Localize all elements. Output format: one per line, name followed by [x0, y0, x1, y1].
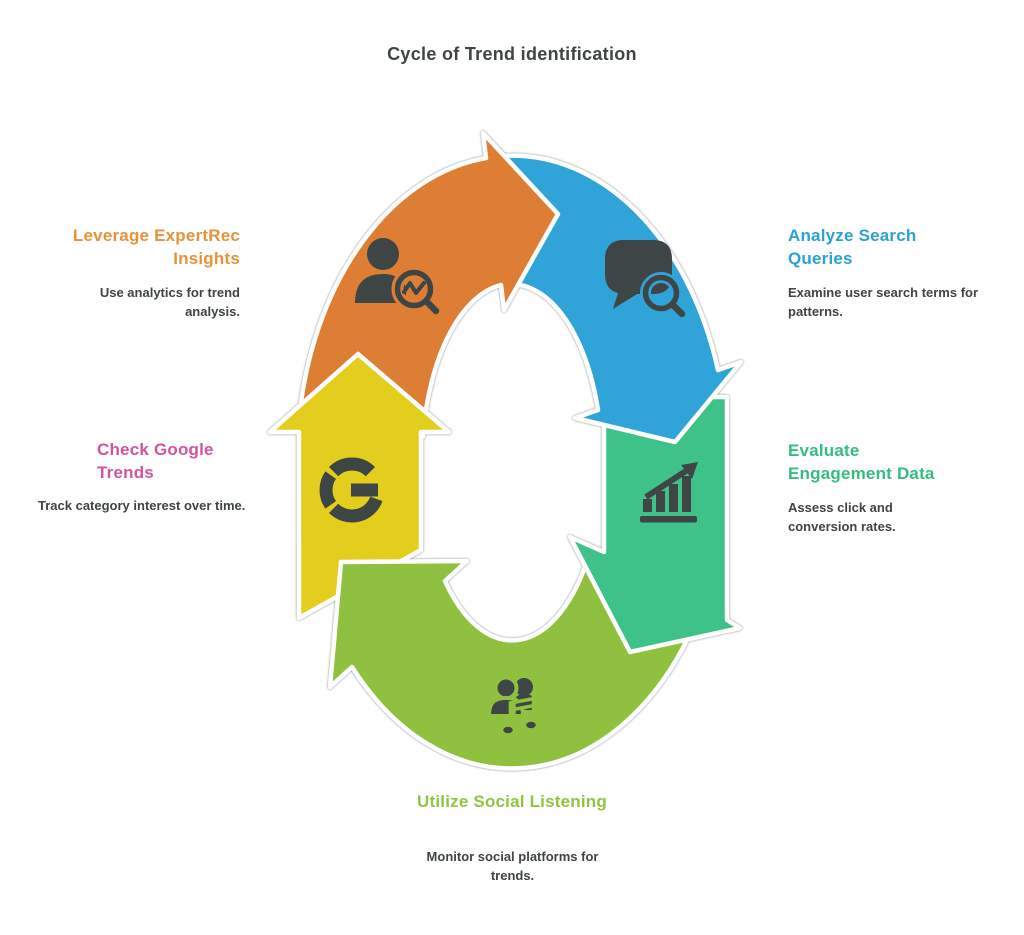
step-utilize-description: Monitor social platforms for trends. — [426, 849, 599, 883]
arrow-check-google-trends-head-outline — [267, 351, 452, 540]
step-check-description: Track category interest over time. — [38, 498, 246, 513]
arrow-evaluate-engagement-data — [567, 394, 743, 655]
google-g-icon — [319, 457, 383, 523]
step-evaluate-description: Assess click and conversion rates. — [788, 500, 896, 534]
chat-search-icon — [605, 240, 686, 318]
step-analyze-description: Examine user search terms for patterns. — [788, 285, 979, 319]
arrow-utilize-social-listening — [327, 558, 691, 771]
arrow-analyze-search-queries-outline — [492, 153, 744, 445]
step-leverage-heading: Leverage ExpertRec Insights — [72, 226, 240, 268]
people-music-icon — [486, 675, 540, 737]
step-analyze-heading: Analyze Search Queries — [788, 226, 917, 268]
growth-chart-icon — [640, 462, 698, 523]
step-leverage-description: Use analytics for trend analysis. — [99, 285, 240, 319]
step-check-heading: Check Google Trends — [97, 440, 214, 482]
page-title: Cycle of Trend identification — [387, 44, 637, 64]
person-analytics-icon — [355, 238, 440, 315]
arrow-check-google-trends-head — [270, 354, 449, 540]
step-utilize-heading: Utilize Social Listening — [417, 792, 607, 811]
step-evaluate-heading: Evaluate Engagement Data — [788, 441, 935, 483]
